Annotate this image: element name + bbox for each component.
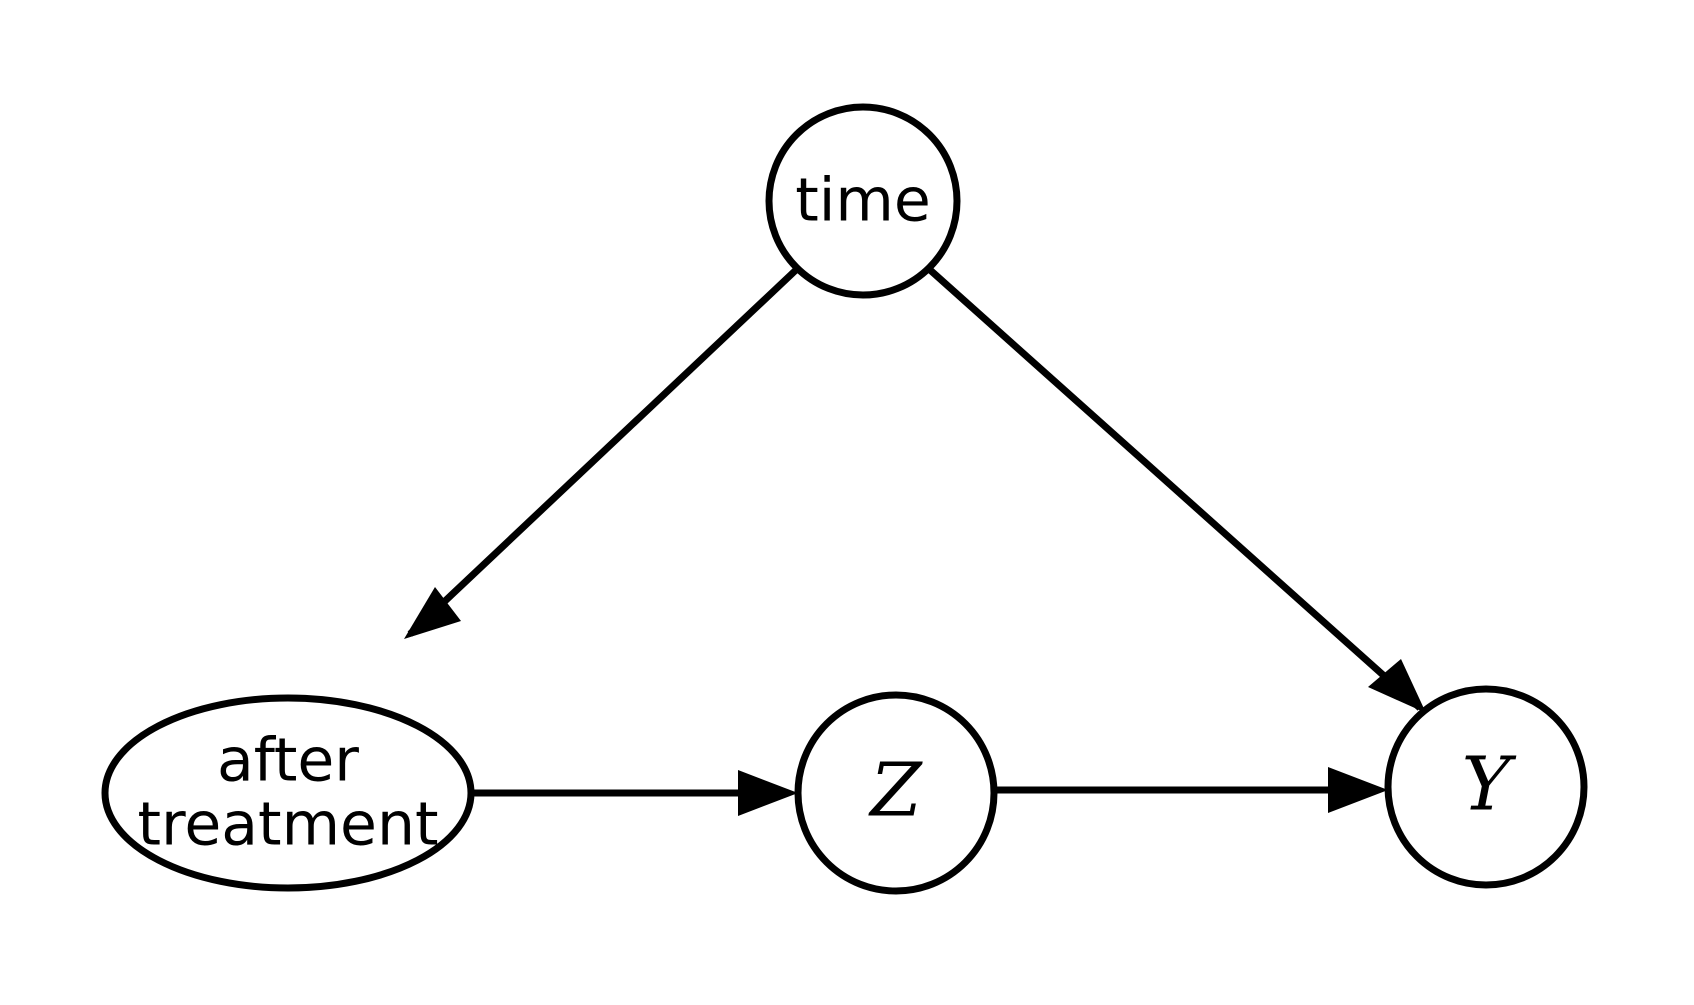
edge-time-to-Y (926, 266, 1426, 713)
node-time[interactable]: time (765, 103, 961, 299)
node-Y[interactable]: Y (1384, 685, 1588, 889)
edge-Z-to-Y (994, 767, 1388, 813)
node-Y-label: Y (1462, 741, 1517, 827)
node-Y-circle[interactable] (1384, 685, 1588, 889)
node-Z-label: Z (868, 747, 923, 833)
arrowhead-into-Z (738, 770, 798, 816)
edge-line-time-Y (926, 266, 1423, 711)
edge-after-treatment-to-Z (471, 770, 798, 816)
node-Z[interactable]: Z (794, 691, 998, 895)
node-after-treatment[interactable]: after treatment (101, 694, 475, 892)
arrowhead-into-Y-from-Z (1328, 767, 1388, 813)
node-after-treatment-label-line2: treatment (138, 790, 439, 860)
edge-time-to-after-treatment (404, 266, 800, 639)
node-after-treatment-ellipse[interactable] (101, 694, 475, 892)
edge-line-time-after-treatment (407, 266, 800, 637)
arrowhead-into-after-treatment (404, 587, 461, 639)
arrowhead-into-Y-from-time (1368, 659, 1426, 713)
node-Z-circle[interactable] (794, 691, 998, 895)
node-after-treatment-label-line1: after (217, 726, 359, 796)
node-time-circle[interactable] (765, 103, 961, 299)
node-time-label: time (795, 166, 931, 236)
